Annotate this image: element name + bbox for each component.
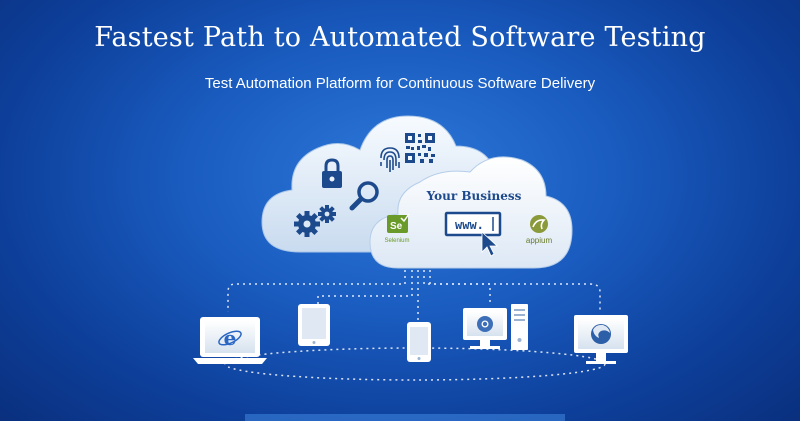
appium-label: appium (526, 236, 553, 245)
selenium-logo: Se Selenium (384, 213, 410, 244)
hero-subtitle: Test Automation Platform for Continuous … (204, 75, 596, 92)
chrome-icon (477, 316, 493, 332)
hero-title: Fastest Path to Automated Software Testi… (94, 22, 706, 53)
appium-logo: appium (526, 215, 553, 245)
desktop-device (463, 304, 528, 350)
tablet-device (298, 304, 330, 346)
your-business-label: Your Business (426, 189, 522, 203)
mouse-cursor-icon (481, 231, 499, 257)
svg-text:e: e (224, 326, 237, 350)
monitor-device (574, 315, 628, 364)
laptop-device: e (193, 317, 267, 364)
firefox-icon (591, 324, 611, 344)
fingerprint-icon (380, 147, 400, 172)
url-text: www. (455, 218, 484, 232)
url-box: www. (444, 211, 502, 257)
gears-icon (294, 205, 336, 237)
selenium-badge-text: Se (390, 221, 403, 232)
bottom-accent-bar (245, 414, 565, 421)
selenium-label: Selenium (384, 238, 409, 244)
magnifier-icon (349, 181, 379, 211)
internet-explorer-icon: e (218, 326, 242, 350)
lock-icon (322, 158, 342, 188)
smartphone-device (407, 322, 431, 362)
qr-code-icon (405, 133, 435, 163)
